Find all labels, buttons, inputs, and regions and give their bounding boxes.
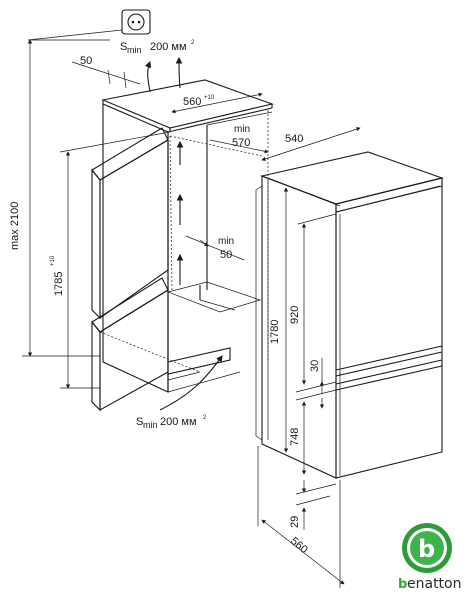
svg-text:29: 29: [289, 516, 301, 528]
dim-920: 920: [289, 213, 337, 385]
dim-min-50: min 50: [185, 235, 245, 261]
svg-text:560: 560: [288, 535, 310, 556]
svg-text:S: S: [136, 416, 143, 428]
svg-text:50: 50: [220, 249, 232, 261]
svg-text:2: 2: [203, 415, 207, 421]
dim-1785: 1785 +10: [50, 131, 171, 389]
svg-text:+10: +10: [50, 255, 56, 266]
dim-min-570: min 570: [209, 124, 269, 154]
dim-540: 540: [261, 127, 361, 161]
dim-50-top: 50: [71, 55, 141, 89]
svg-text:min: min: [218, 236, 234, 247]
svg-text:min: min: [143, 420, 158, 430]
dim-560-top: 560 +10: [171, 92, 263, 114]
svg-text:570: 570: [232, 137, 250, 149]
smin-top-label: S min 200 мм 2: [120, 40, 195, 55]
svg-text:b: b: [418, 535, 435, 563]
svg-text:max 2100: max 2100: [9, 202, 21, 250]
svg-text:b: b: [398, 577, 407, 592]
svg-text:2: 2: [191, 40, 195, 46]
svg-text:30: 30: [309, 360, 321, 372]
fridge-appliance: [255, 151, 444, 479]
bottom-air-arrow: [159, 355, 223, 411]
power-socket-icon: [121, 9, 151, 35]
svg-text:min: min: [234, 124, 250, 135]
svg-text:+10: +10: [204, 95, 215, 101]
dim-29: 29: [289, 480, 337, 530]
top-air-arrows: [144, 56, 183, 93]
open-doors: [91, 127, 201, 412]
dim-560-bottom: 560: [257, 446, 345, 588]
dim-748: 748: [289, 401, 307, 475]
svg-text:S: S: [120, 41, 127, 53]
svg-text:50: 50: [80, 55, 92, 67]
svg-text:200 мм: 200 мм: [160, 416, 197, 428]
svg-text:748: 748: [289, 428, 301, 446]
benatton-logo: b b enatton: [398, 523, 461, 592]
dim-30: 30: [295, 358, 337, 409]
svg-text:540: 540: [285, 133, 303, 145]
svg-text:1780: 1780: [269, 320, 281, 344]
dim-1780: 1780: [269, 187, 289, 453]
svg-text:enatton: enatton: [407, 576, 461, 592]
svg-text:920: 920: [289, 306, 301, 324]
svg-text:560: 560: [183, 96, 201, 108]
smin-bottom-label: S min 200 мм 2: [136, 415, 207, 430]
svg-text:1785: 1785: [53, 272, 65, 296]
svg-text:200 мм: 200 мм: [150, 41, 187, 53]
dim-max-2100: max 2100: [9, 39, 100, 357]
svg-text:min: min: [127, 45, 142, 55]
